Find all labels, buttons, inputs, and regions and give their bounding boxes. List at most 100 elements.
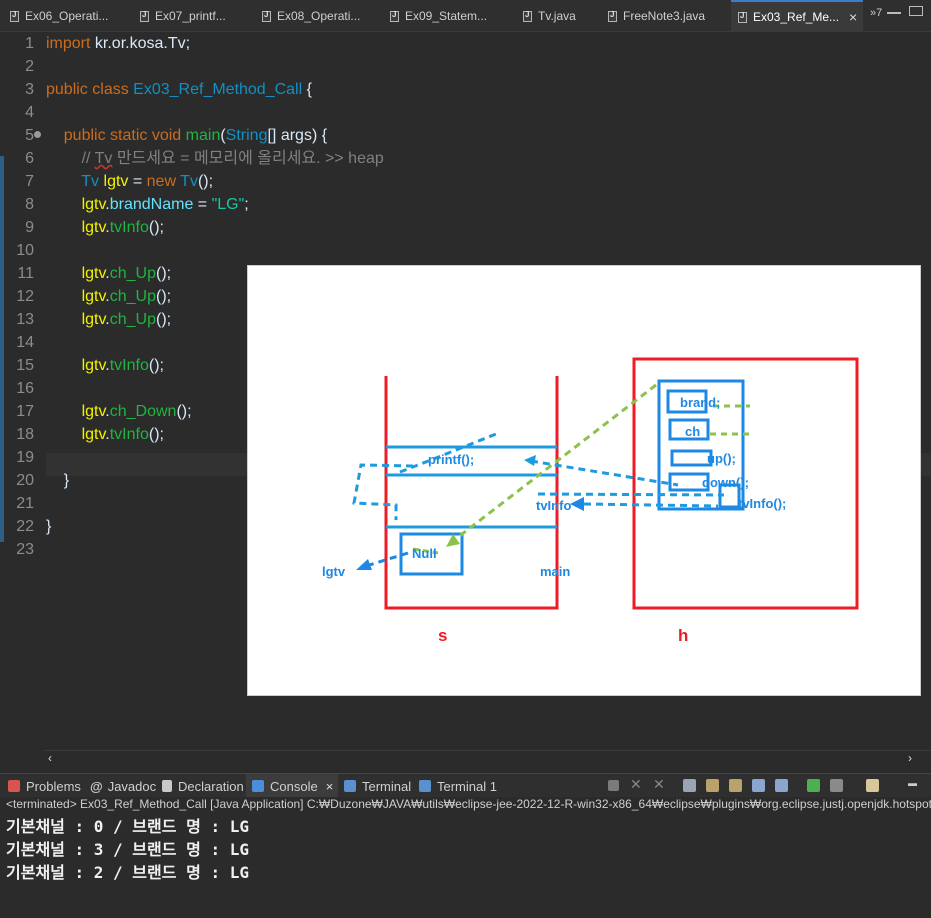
change-ruler (0, 156, 4, 542)
open-console-icon[interactable] (866, 779, 879, 792)
line-number: 22 (16, 518, 34, 535)
show-stdout-icon[interactable] (752, 779, 765, 792)
fold-toggle-icon[interactable] (34, 131, 41, 138)
minimize-icon[interactable]: ▬ (908, 778, 917, 788)
java-file-icon (608, 10, 617, 22)
code-line: } (46, 518, 52, 535)
tab-label: Tv.java (538, 9, 576, 23)
tab-javadoc[interactable]: @Javadoc (90, 778, 157, 794)
tab-declaration[interactable]: Declaration (162, 774, 244, 798)
tab-ex07[interactable]: Ex07_printf... (140, 0, 226, 32)
reference-arrowhead (446, 534, 460, 547)
pin-console-icon[interactable] (807, 779, 820, 792)
console-line: 기본채널 : 0 / 브랜드 명 : LG (6, 817, 249, 836)
java-file-icon (523, 10, 532, 22)
close-icon[interactable]: × (849, 9, 858, 25)
word-wrap-icon[interactable] (729, 779, 742, 792)
console-status: <terminated> Ex03_Ref_Method_Call [Java … (0, 797, 931, 813)
tab-overflow-button[interactable]: »7 (870, 7, 883, 19)
reference-arrow (452, 383, 657, 543)
code-line: lgtv.tvInfo(); (81, 357, 164, 374)
call-flow-arrow (530, 459, 679, 487)
line-number: 10 (16, 242, 34, 259)
up-method-box (670, 449, 713, 467)
code-line: lgtv.ch_Up(); (81, 311, 172, 328)
stack-label: s (438, 626, 447, 645)
code-line: Tv lgtv = new Tv(); (81, 173, 214, 190)
java-file-icon (140, 10, 149, 22)
remove-launch-icon[interactable]: ✕ (630, 776, 642, 792)
tab-problems[interactable]: Problems (8, 774, 81, 798)
heap-label: h (678, 626, 688, 645)
field-link (412, 547, 439, 555)
tab-freenote3[interactable]: FreeNote3.java (608, 0, 705, 32)
memory-diagram: printf(); tvInfo Null lgtv main brand; c… (322, 357, 859, 645)
tab-ex06[interactable]: Ex06_Operati... (10, 0, 108, 32)
tvinfo-stack-label: tvInfo (536, 498, 571, 513)
tab-ex03-ref-method-call[interactable]: Ex03_Ref_Me... × (731, 0, 863, 32)
line-number: 9 (25, 219, 34, 236)
tab-terminal[interactable]: Terminal (344, 774, 411, 798)
arrowhead (524, 455, 536, 466)
problems-icon (8, 780, 20, 792)
stop-icon[interactable] (608, 780, 619, 791)
tab-label: Ex07_printf... (155, 9, 226, 23)
horizontal-scrollbar[interactable]: ‹ › (44, 750, 931, 766)
line-number: 14 (16, 334, 34, 351)
display-console-icon[interactable] (830, 779, 843, 792)
console-line: 기본채널 : 2 / 브랜드 명 : LG (6, 863, 249, 882)
console-output[interactable]: 기본채널 : 0 / 브랜드 명 : LG 기본채널 : 3 / 브랜드 명 :… (0, 813, 931, 918)
line-number: 21 (16, 495, 34, 512)
code-line: lgtv.brandName = "LG"; (81, 196, 249, 213)
maximize-icon[interactable] (909, 6, 923, 16)
line-number: 15 (16, 357, 34, 374)
code-line: lgtv.ch_Down(); (81, 403, 192, 420)
line-number: 17 (16, 403, 34, 420)
brand-field-box (666, 389, 708, 414)
arrowhead (356, 559, 372, 570)
call-flow-arrow (583, 502, 719, 508)
arrowhead (570, 497, 584, 511)
up-label: up(); (707, 451, 736, 466)
tab-tv-java[interactable]: Tv.java (523, 0, 576, 32)
scroll-left-icon[interactable]: ‹ (48, 751, 52, 765)
tab-ex08[interactable]: Ex08_Operati... (262, 0, 360, 32)
show-stderr-icon[interactable] (775, 779, 788, 792)
tab-label: Ex09_Statem... (405, 9, 488, 23)
printf-label: printf(); (428, 452, 474, 467)
line-number: 20 (16, 472, 34, 489)
terminal-icon (419, 780, 431, 792)
line-number: 16 (16, 380, 34, 397)
code-line: public class Ex03_Ref_Method_Call { (46, 81, 312, 98)
ch-label: ch (685, 424, 700, 439)
line-number: 2 (25, 58, 34, 75)
code-comment: // Tv 만드세요 = 메모리에 올리세요. >> heap (81, 150, 384, 167)
console-line: 기본채널 : 3 / 브랜드 명 : LG (6, 840, 249, 859)
code-line: lgtv.tvInfo(); (81, 219, 164, 236)
remove-all-icon[interactable]: ✕ (653, 776, 665, 792)
tab-ex09[interactable]: Ex09_Statem... (390, 0, 487, 32)
code-line: } (63, 472, 70, 489)
call-flow-arrow (399, 432, 497, 474)
declaration-icon (162, 780, 172, 792)
tab-console[interactable]: Console× (246, 774, 338, 798)
line-number: 19 (16, 449, 34, 466)
call-flow-arrow (352, 463, 414, 520)
line-number: 12 (16, 288, 34, 305)
heap-frame (632, 357, 859, 610)
memory-diagram-image: printf(); tvInfo Null lgtv main brand; c… (247, 265, 921, 696)
close-icon[interactable]: × (325, 778, 334, 794)
call-flow-arrow (537, 492, 725, 497)
brand-label: brand; (680, 395, 720, 410)
scroll-lock-icon[interactable] (706, 779, 719, 792)
tab-label: Ex03_Ref_Me... (753, 10, 840, 24)
clear-console-icon[interactable] (683, 779, 696, 792)
code-line: lgtv.tvInfo(); (81, 426, 164, 443)
tab-terminal-1[interactable]: Terminal 1 (419, 774, 497, 798)
tv-object-box (657, 379, 745, 511)
javadoc-icon: @ (90, 778, 103, 794)
scroll-right-icon[interactable]: › (908, 751, 912, 765)
minimize-icon[interactable] (887, 12, 901, 14)
tab-label: FreeNote3.java (623, 9, 706, 23)
tab-label: Ex06_Operati... (25, 9, 109, 23)
